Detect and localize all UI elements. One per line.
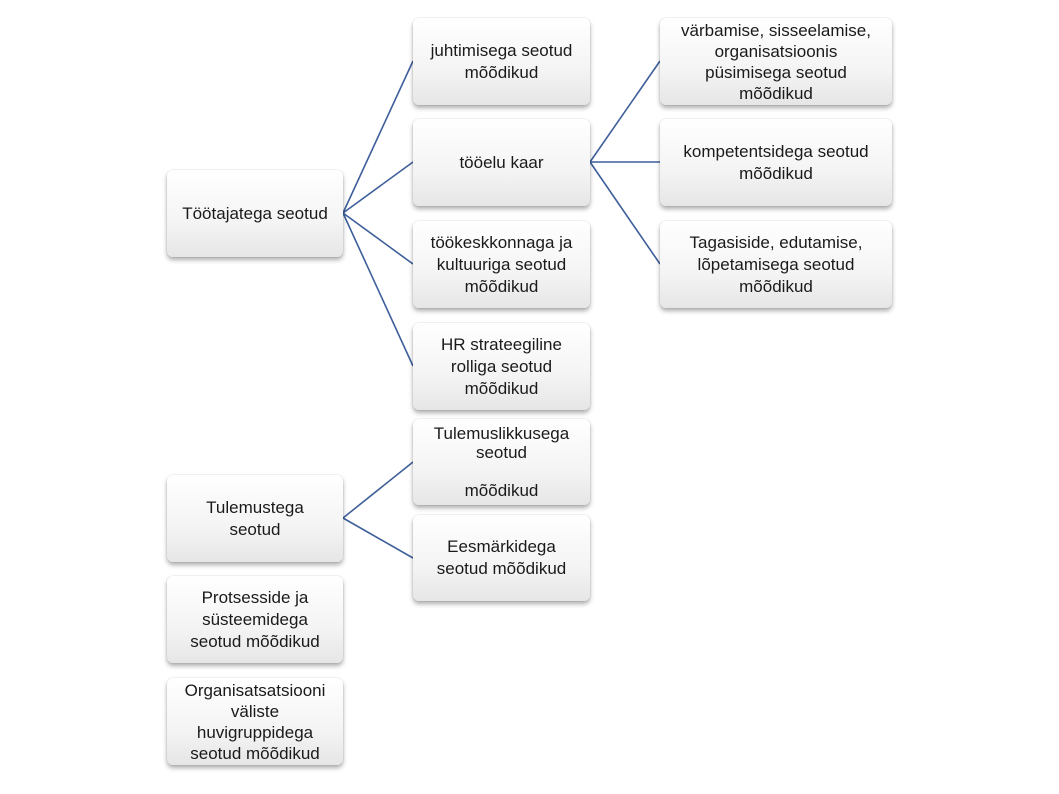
- node-eesmargid-label: Eesmärkidega seotud mõõdikud: [436, 537, 567, 578]
- node-tookeskkond-label: töökeskkonnaga ja kultuuriga seotud mõõd…: [430, 232, 573, 296]
- node-eesmargid: Eesmärkidega seotud mõõdikud: [413, 515, 590, 601]
- node-protsessid: Protsesside ja süsteemidega seotud mõõdi…: [167, 576, 343, 663]
- node-hr: HR strateegiline rolliga seotud mõõdikud: [413, 323, 590, 410]
- node-tooelu-label: tööelu kaar: [459, 152, 544, 172]
- connector-tootajad-tooelu: [342, 161, 414, 214]
- node-hr-label: HR strateegiline rolliga seotud mõõdikud: [441, 334, 562, 398]
- node-kompetentsid-label: kompetentsidega seotud mõõdikud: [683, 141, 869, 183]
- node-tootajad: Töötajatega seotud: [167, 170, 343, 257]
- connector-tootajad-tookeskkond: [342, 212, 414, 265]
- connector-tulemused-tulemuslikkus: [342, 461, 414, 519]
- node-huvigrupid-label: Organisatsatsiooni väliste huvigruppideg…: [184, 680, 326, 763]
- node-tooelu: tööelu kaar: [413, 119, 590, 206]
- connector-tootajad-hr: [342, 212, 414, 367]
- node-tulemuslikkus: Tulemuslikkusega seotud mõõdikud: [413, 419, 590, 505]
- connector-tooelu-varbamine: [589, 60, 661, 163]
- node-tulemused: Tulemustega seotud: [167, 475, 343, 562]
- node-tookeskkond: töökeskkonnaga ja kultuuriga seotud mõõd…: [413, 221, 590, 308]
- node-tootajad-label: Töötajatega seotud: [182, 203, 328, 223]
- node-huvigrupid: Organisatsatsiooni väliste huvigruppideg…: [167, 678, 343, 765]
- node-tulemused-label: Tulemustega seotud: [206, 497, 304, 539]
- node-protsessid-label: Protsesside ja süsteemidega seotud mõõdi…: [190, 587, 320, 651]
- node-varbamine: värbamise, sisseelamise, organisatsiooni…: [660, 18, 892, 105]
- node-varbamine-label: värbamise, sisseelamise, organisatsiooni…: [681, 20, 871, 103]
- node-kompetentsid: kompetentsidega seotud mõõdikud: [660, 119, 892, 206]
- node-tagasiside: Tagasiside, edutamise, lõpetamisega seot…: [660, 221, 892, 308]
- node-tagasiside-label: Tagasiside, edutamise, lõpetamisega seot…: [689, 232, 863, 296]
- connector-tooelu-tagasiside: [589, 161, 661, 265]
- connector-tulemused-eesmargid: [342, 517, 414, 559]
- node-juhtimine-label: juhtimisega seotud mõõdikud: [430, 40, 573, 82]
- node-tulemuslikkus-label: Tulemuslikkusega seotud mõõdikud: [433, 424, 570, 500]
- connector-tootajad-juhtimine: [342, 60, 414, 214]
- node-juhtimine: juhtimisega seotud mõõdikud: [413, 18, 590, 105]
